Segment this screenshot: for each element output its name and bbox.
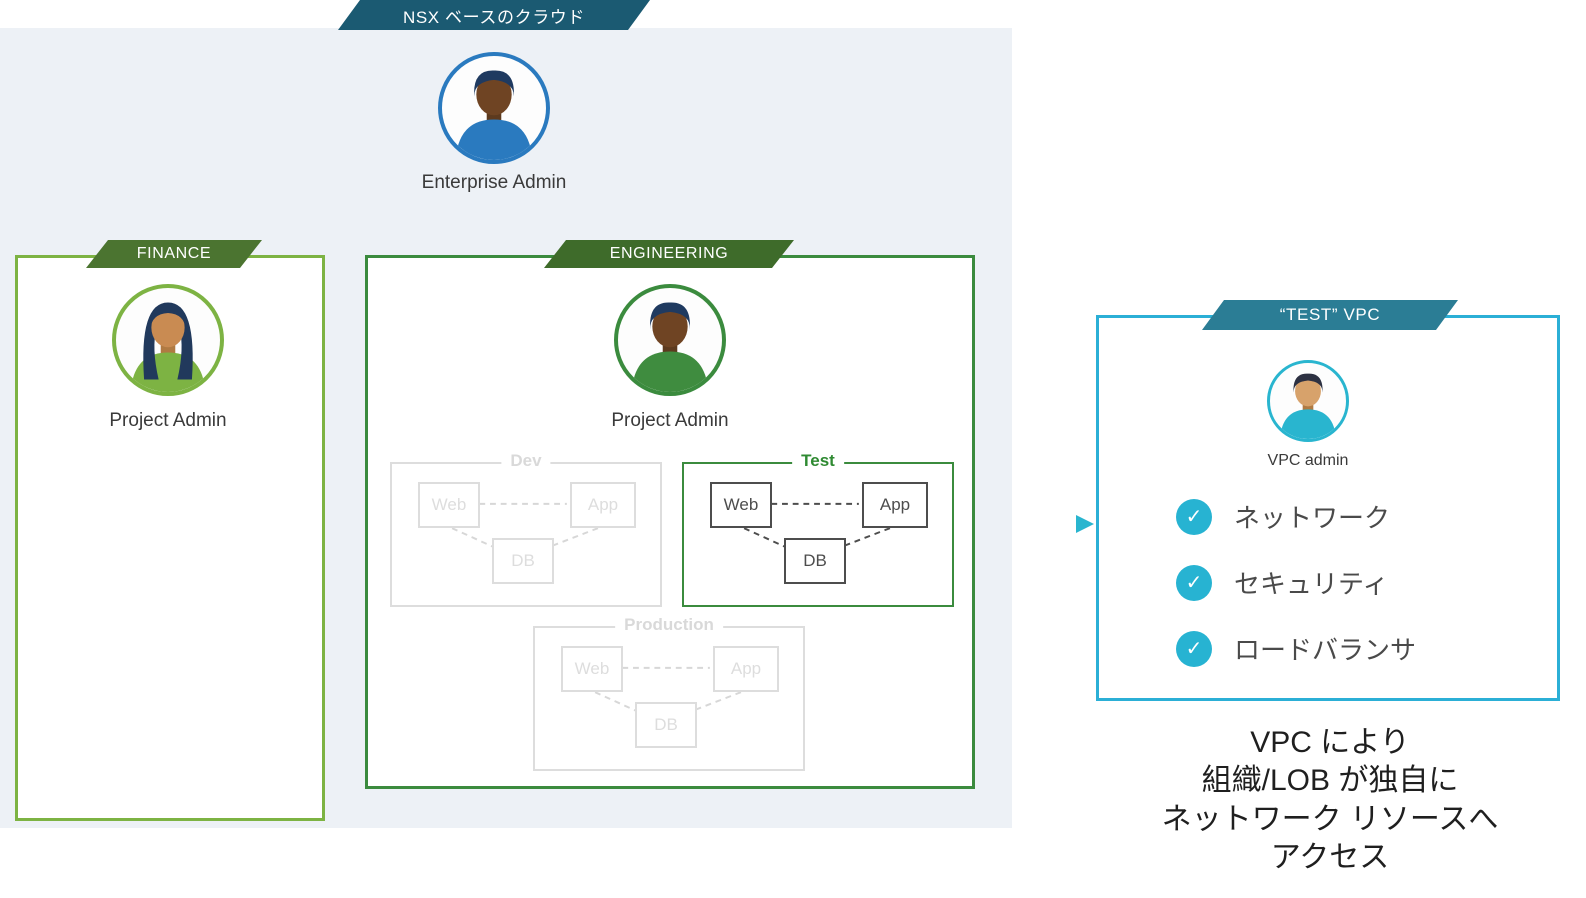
tier-connector-lines xyxy=(743,502,891,549)
finance-box xyxy=(15,255,325,821)
caption-line: VPC により xyxy=(1250,726,1410,759)
person-icon xyxy=(130,302,206,392)
enterprise-admin-avatar xyxy=(438,52,550,164)
engineering-project-admin-avatar xyxy=(614,284,726,396)
web-tier-box: Web xyxy=(418,482,480,528)
check-icon: ✓ xyxy=(1176,630,1212,667)
dev-environment-group: Dev Web App DB xyxy=(390,451,662,607)
app-tier-box: App xyxy=(713,646,779,692)
app-tier-box: App xyxy=(862,482,928,528)
person-icon xyxy=(1279,373,1337,439)
finance-banner: FINANCE xyxy=(86,240,262,268)
vpc-admin-avatar xyxy=(1267,360,1349,442)
enterprise-admin-label: Enterprise Admin xyxy=(421,172,567,193)
finance-project-admin-label: Project Admin xyxy=(109,410,227,431)
vpc-caption: VPC により 組織/LOB が独自に ネットワーク リソースへ アクセス xyxy=(1078,724,1582,878)
production-environment-group: Production Web App DB xyxy=(533,615,805,771)
web-tier-box: Web xyxy=(710,482,772,528)
vpc-feature-label: ロードバランサ xyxy=(1234,635,1417,665)
caption-line: ネットワーク リソースへ xyxy=(1161,802,1499,836)
caption-line: アクセス xyxy=(1270,841,1390,875)
person-icon xyxy=(455,70,533,160)
db-tier-box: DB xyxy=(784,538,846,584)
vpc-feature-loadbalancer: ✓ ロードバランサ xyxy=(1176,630,1416,667)
test-group-label: Test xyxy=(792,451,844,471)
vpc-feature-label: ネットワーク xyxy=(1234,503,1391,533)
vpc-feature-label: セキュリティ xyxy=(1234,569,1389,599)
db-tier-box: DB xyxy=(635,702,697,748)
finance-project-admin-avatar xyxy=(112,284,224,396)
nsx-cloud-banner: NSX ベースのクラウド xyxy=(338,0,650,30)
person-icon xyxy=(631,302,709,392)
test-vpc-banner: “TEST” VPC xyxy=(1202,300,1458,330)
engineering-banner: ENGINEERING xyxy=(544,240,794,268)
vpc-feature-security: ✓ セキュリティ xyxy=(1176,564,1388,601)
test-environment-group: Test Web App DB xyxy=(682,451,954,607)
db-tier-box: DB xyxy=(492,538,554,584)
web-tier-box: Web xyxy=(561,646,623,692)
engineering-project-admin-label: Project Admin xyxy=(611,410,729,431)
test-to-vpc-arrow xyxy=(956,515,1094,533)
production-group-label: Production xyxy=(615,615,723,635)
check-icon: ✓ xyxy=(1176,564,1212,601)
caption-line: 組織/LOB が独自に xyxy=(1201,764,1459,798)
dev-group-label: Dev xyxy=(501,451,551,471)
vpc-admin-label: VPC admin xyxy=(1267,452,1349,469)
tier-connector-lines xyxy=(451,502,599,549)
app-tier-box: App xyxy=(570,482,636,528)
tier-connector-lines xyxy=(594,666,742,713)
check-icon: ✓ xyxy=(1176,498,1212,535)
vpc-feature-network: ✓ ネットワーク xyxy=(1176,498,1390,535)
